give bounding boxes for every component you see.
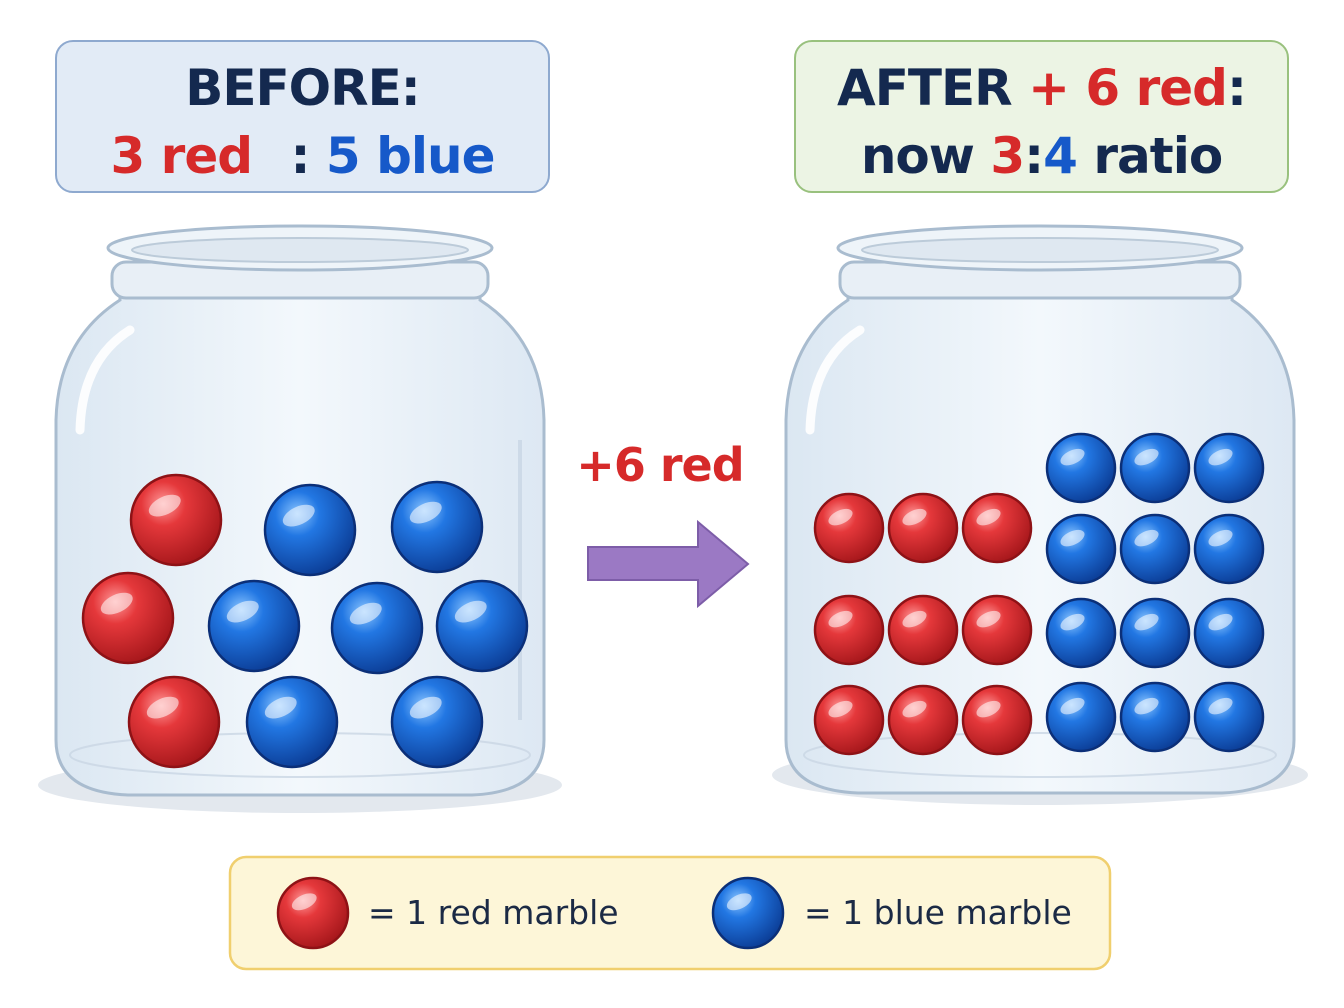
red-marble (887, 684, 959, 756)
blue-marble (390, 480, 484, 574)
after-now: now (860, 127, 975, 185)
blue-marble (1119, 432, 1191, 504)
before-title-line: BEFORE: (57, 54, 548, 122)
after-colon: : (1226, 59, 1247, 117)
red-marble (129, 473, 223, 567)
red-marble (813, 492, 885, 564)
blue-marble (435, 579, 529, 673)
legend-marbles (276, 876, 785, 950)
blue-marble (1045, 597, 1117, 669)
blue-marble (245, 675, 339, 769)
before-separator: : (290, 127, 310, 185)
red-marble (81, 571, 175, 665)
red-marble (127, 675, 221, 769)
after-ratio-blue: 4 (1043, 127, 1078, 185)
blue-marble (1045, 432, 1117, 504)
red-marble (961, 684, 1033, 756)
after-ratio-red: 3 (990, 127, 1025, 185)
red-marble (887, 594, 959, 666)
transition-label: +6 red (576, 438, 744, 492)
blue-marble (1119, 597, 1191, 669)
before-panel: BEFORE: 3 red : 5 blue (55, 40, 550, 193)
legend-blue-label: = 1 blue marble (804, 893, 1072, 932)
red-marble (813, 684, 885, 756)
red-marble (813, 594, 885, 666)
blue-marble (263, 483, 357, 577)
blue-marble (1045, 513, 1117, 585)
before-ratio-line: 3 red : 5 blue (57, 122, 548, 190)
right-arrow-icon (587, 519, 750, 609)
after-title-line: AFTER + 6 red: (796, 54, 1287, 122)
legend-red-label: = 1 red marble (368, 893, 619, 932)
blue-marble (1193, 681, 1265, 753)
after-ratio-line: now 3:4 ratio (796, 122, 1287, 190)
blue-marble (1119, 681, 1191, 753)
after-added: + 6 red (1028, 59, 1228, 117)
before-red-count: 3 red (110, 127, 253, 185)
blue-marble (1193, 513, 1265, 585)
blue-marble (330, 581, 424, 675)
blue-marble (1045, 681, 1117, 753)
blue-marble (1193, 432, 1265, 504)
before-title: BEFORE: (185, 59, 421, 117)
blue-marble (207, 579, 301, 673)
blue-marble (1119, 513, 1191, 585)
red-marble (961, 492, 1033, 564)
red-marble-icon (276, 876, 350, 950)
blue-marble-icon (711, 876, 785, 950)
after-marbles (813, 432, 1265, 756)
blue-marble (1193, 597, 1265, 669)
red-marble (887, 492, 959, 564)
after-ratio-word: ratio (1093, 127, 1223, 185)
red-marble (961, 594, 1033, 666)
blue-marble (390, 675, 484, 769)
before-marbles (81, 473, 529, 769)
after-ratio-sep: : (1024, 127, 1044, 185)
legend-box (228, 855, 1112, 971)
after-panel: AFTER + 6 red: now 3:4 ratio (794, 40, 1289, 193)
before-blue-count: 5 blue (325, 127, 496, 185)
after-title: AFTER (837, 59, 1013, 117)
